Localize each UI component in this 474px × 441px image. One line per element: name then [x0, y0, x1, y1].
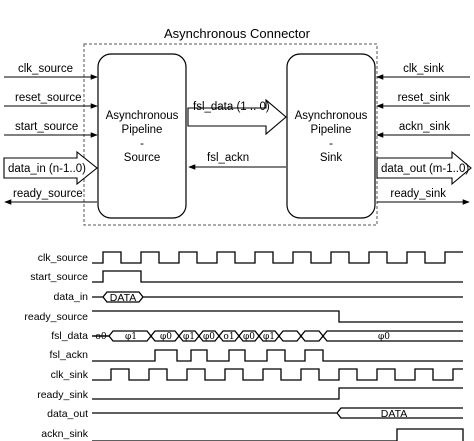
- ready-source-port-label: ready_source: [13, 188, 83, 200]
- fsl-data-value-5: φ0: [203, 332, 215, 342]
- timing-label-clk-source: clk_source: [38, 252, 88, 264]
- timing-label-start-source: start_source: [30, 271, 88, 283]
- timing-label-fsl-ackn: fsl_ackn: [49, 349, 88, 361]
- source-pipeline-block: [97, 53, 187, 219]
- fsl-ackn-label: fsl_ackn: [207, 152, 249, 164]
- clk-sink-waveform: [92, 368, 463, 381]
- fsl-data-waveform: [92, 330, 463, 342]
- sink-block-line2: Pipeline: [311, 124, 352, 136]
- data-out-value: DATA: [381, 408, 407, 420]
- fsl-data-value-8: φ1: [263, 332, 275, 342]
- sink-block-line3: -: [329, 138, 333, 150]
- ready-sink-waveform: [92, 387, 463, 400]
- data-in-bus-arrow: [3, 150, 98, 186]
- ackn-sink-waveform: [92, 428, 464, 441]
- connector-title: Asynchronous Connector: [164, 26, 311, 41]
- fsl-data-value-4: φ1: [183, 332, 195, 342]
- data-in-value: DATA: [110, 292, 136, 304]
- data-in-port-label: data_in (n-1..0): [8, 163, 86, 175]
- fsl-ackn-waveform: [92, 349, 463, 362]
- clk-sink-port-label: clk_sink: [403, 63, 444, 75]
- fsl-data-value-9: φ0: [378, 332, 390, 342]
- ready-sink-port-label: ready_sink: [390, 188, 446, 200]
- ackn-sink-port-label: ackn_sink: [399, 121, 450, 133]
- start-source-port-label: start_source: [15, 121, 78, 133]
- timing-label-ackn-sink: ackn_sink: [41, 428, 88, 440]
- timing-label-data-in: data_in: [54, 291, 89, 303]
- clk-source-port-label: clk_source: [18, 63, 73, 75]
- clk-source-waveform: [92, 251, 463, 264]
- reset-source-port-label: reset_source: [15, 92, 81, 104]
- fsl-data-label: fsl_data (1 .. 0): [193, 101, 270, 113]
- fsl-data-value-1: o0: [95, 332, 106, 342]
- source-block-line2: Pipeline: [122, 124, 163, 136]
- sink-block-line1: Asynchronous: [295, 110, 368, 122]
- data-out-port-label: data_out (m-1..0): [381, 163, 469, 175]
- sink-pipeline-block: [286, 53, 376, 219]
- timing-label-clk-sink: clk_sink: [51, 369, 89, 381]
- source-block-line1: Asynchronous: [106, 110, 179, 122]
- timing-label-data-out: data_out: [47, 408, 88, 420]
- fsl-data-value-3: φ0: [160, 332, 172, 342]
- data-out-waveform: [92, 407, 463, 419]
- timing-label-ready-sink: ready_sink: [37, 389, 89, 401]
- reset-sink-port-label: reset_sink: [398, 92, 451, 104]
- timing-label-ready-source: ready_source: [24, 311, 88, 323]
- fsl-data-value-7: φ0: [243, 332, 255, 342]
- source-block-line4: Source: [124, 152, 160, 164]
- fsl-data-value-6: o1: [223, 332, 234, 342]
- fsl-data-value-2: φ1: [125, 332, 137, 342]
- data-in-waveform: [92, 291, 463, 303]
- ready-source-waveform: [92, 310, 463, 323]
- data-out-bus-arrow: [376, 150, 472, 186]
- start-source-waveform: [92, 270, 463, 283]
- fsl-data-bus-arrow: [187, 98, 287, 136]
- source-block-line3: -: [140, 138, 144, 150]
- sink-block-line4: Sink: [320, 152, 343, 164]
- timing-label-fsl-data: fsl_data: [51, 330, 88, 342]
